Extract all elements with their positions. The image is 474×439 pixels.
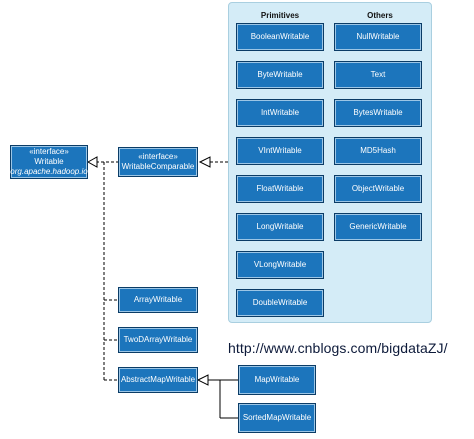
arrowhead-writable — [86, 156, 98, 168]
writable-package: org.apache.hadoop.io — [10, 167, 88, 176]
arraywritable-box[interactable]: ArrayWritable — [118, 287, 198, 313]
writable-name: Writable — [34, 157, 64, 166]
twodarraywritable-box[interactable]: TwoDArrayWritable — [118, 327, 198, 353]
primitive-class-box[interactable]: DoubleWritable — [236, 289, 324, 317]
primitive-class-box[interactable]: LongWritable — [236, 213, 324, 241]
arrowhead-wc — [198, 156, 211, 168]
writablecomparable-name: WritableComparable — [121, 162, 195, 171]
primitive-class-box[interactable]: ByteWritable — [236, 61, 324, 89]
primitive-class-box[interactable]: BooleanWritable — [236, 23, 324, 51]
other-class-box[interactable]: BytesWritable — [334, 99, 422, 127]
abstractmapwritable-box[interactable]: AbstractMapWritable — [118, 367, 198, 393]
primitives-title: Primitives — [260, 11, 300, 20]
others-title: Others — [367, 11, 393, 20]
other-class-box[interactable]: Text — [334, 61, 422, 89]
writablecomparable-stereotype: «interface» — [138, 152, 178, 161]
primitive-class-box[interactable]: IntWritable — [236, 99, 324, 127]
other-class-box[interactable]: GenericWritable — [334, 213, 422, 241]
arrowhead-abstractmap — [196, 374, 209, 386]
writable-stereotype: «interface» — [29, 147, 69, 156]
primitive-class-box[interactable]: VIntWritable — [236, 137, 324, 165]
writablecomparable-interface-box[interactable]: «interface» WritableComparable — [118, 147, 198, 177]
other-class-box[interactable]: ObjectWritable — [334, 175, 422, 203]
primitive-class-box[interactable]: VLongWritable — [236, 251, 324, 279]
primitive-class-box[interactable]: FloatWritable — [236, 175, 324, 203]
writable-interface-box[interactable]: «interface» Writable org.apache.hadoop.i… — [10, 145, 88, 179]
other-class-box[interactable]: MD5Hash — [334, 137, 422, 165]
watermark-url: http://www.cnblogs.com/bigdataZJ/ — [228, 340, 448, 356]
other-class-box[interactable]: NullWritable — [334, 23, 422, 51]
sortedmapwritable-box[interactable]: SortedMapWritable — [238, 403, 316, 433]
mapwritable-box[interactable]: MapWritable — [238, 365, 316, 395]
